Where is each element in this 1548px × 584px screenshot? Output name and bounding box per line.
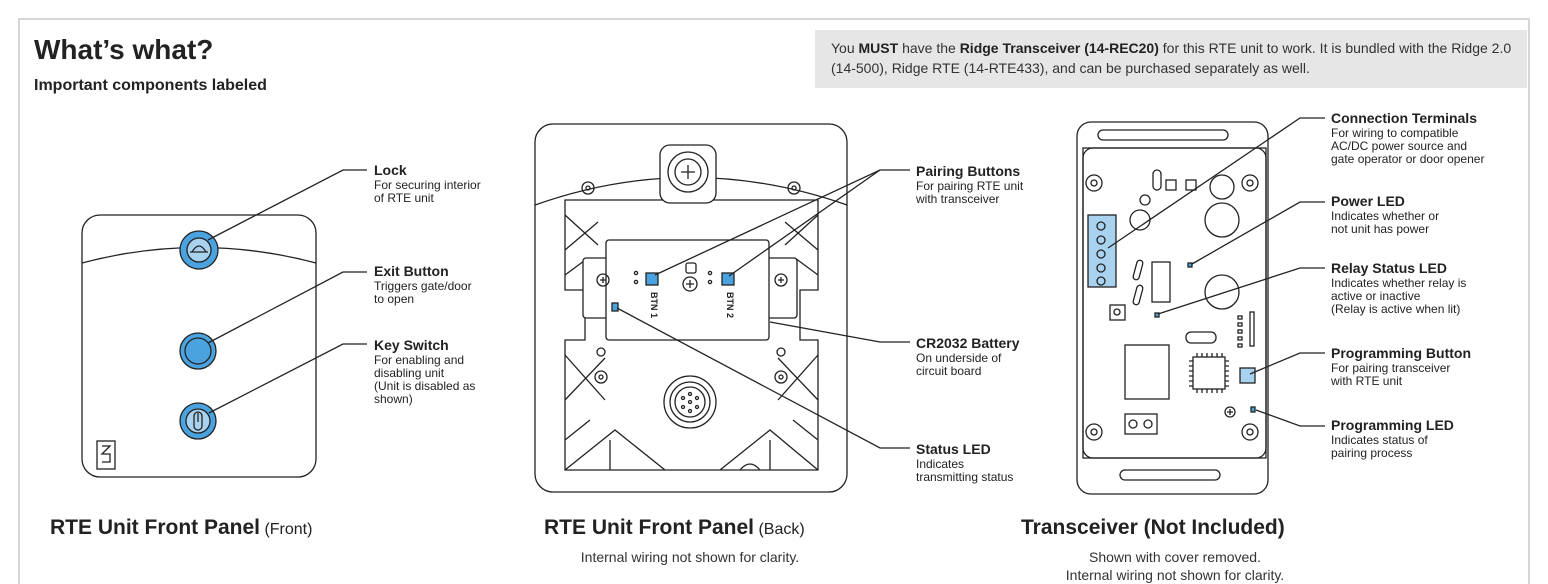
label-power-led: Power LED Indicates whether or not unit … [1331, 193, 1440, 236]
note-transceiver: Shown with cover removed. Internal wirin… [1065, 549, 1285, 583]
label-connection-terminals: Connection Terminals For wiring to compa… [1331, 110, 1485, 166]
label-pairing-buttons: Pairing Buttons For pairing RTE unit wit… [916, 163, 1024, 206]
caption-front: RTE Unit Front Panel (Front) [50, 516, 313, 539]
label-exit-button: Exit Button Triggers gate/door to open [374, 263, 472, 306]
transceiver-drawing [1076, 121, 1269, 495]
requirement-notice: You MUST have the Ridge Transceiver (14-… [815, 30, 1527, 88]
page-subtitle: Important components labeled [34, 77, 267, 94]
content-frame [18, 18, 1530, 584]
back-panel-drawing [534, 123, 848, 493]
label-key-switch: Key Switch For enabling and disabling un… [374, 337, 476, 406]
label-programming-led: Programming LED Indicates status of pair… [1331, 417, 1454, 460]
label-status-led: Status LED Indicates transmitting status [916, 441, 1014, 484]
note-back: Internal wiring not shown for clarity. [580, 549, 800, 565]
label-programming-button: Programming Button For pairing transceiv… [1331, 345, 1471, 388]
caption-transceiver: Transceiver (Not Included) [1021, 516, 1285, 539]
page-title: What’s what? [34, 34, 214, 65]
btn2-label: BTN 2 [725, 292, 735, 318]
label-cr2032-battery: CR2032 Battery On underside of circuit b… [916, 335, 1020, 378]
label-lock: Lock For securing interior of RTE unit [374, 162, 481, 205]
front-panel-drawing [81, 214, 317, 478]
label-relay-status-led: Relay Status LED Indicates whether relay… [1331, 260, 1467, 316]
btn1-label: BTN 1 [649, 292, 659, 318]
caption-back: RTE Unit Front Panel (Back) [544, 516, 805, 539]
